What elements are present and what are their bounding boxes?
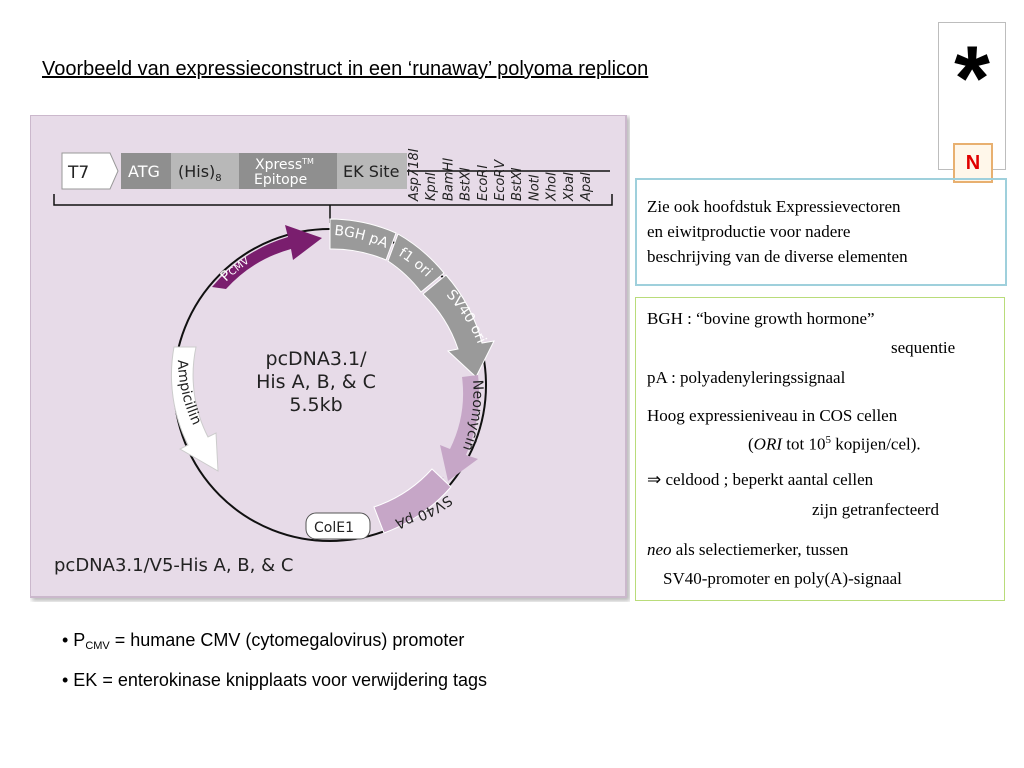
restriction-site-11: ApaI [579,172,594,202]
cole1-box [305,512,371,540]
atg-label: ATG [128,162,160,181]
bullet-pcmv: • PCMV = humane CMV (cytomegalovirus) pr… [62,630,465,652]
restriction-site-1: Asp718I [407,148,422,202]
neomycin-arrow [440,375,480,481]
plasmid-name-line1: pcDNA3.1/ [266,348,368,370]
info-box-reference: Zie ook hoofdstuk Expressievectoren en e… [635,178,1007,286]
atg-box [121,153,171,189]
ek-site-label: EK Site [343,162,399,181]
reference-line-3: beschrijving van de diverse elementen [647,247,908,266]
n-button[interactable]: N [953,143,993,183]
reference-line-1: Zie ook hoofdstuk Expressievectoren [647,197,901,216]
navigation-badge: * N [938,22,1006,183]
pcmv-arrow [212,225,322,289]
reference-line-2: en eiwitproductie voor nadere [647,222,851,241]
expression-level: Hoog expressieniveau in COS cellen [647,406,898,425]
cole1-label: ColE1 [314,520,354,536]
restriction-site-5: EcoRI [476,165,491,201]
plasmid-size: 5.5kb [289,394,342,416]
bgh-definition-cont: sequentie [891,338,956,357]
f1-ori-segment [387,233,445,293]
t7-label: T7 [67,163,89,183]
xpress-epitope-box [239,153,337,189]
asterisk-icon: * [954,28,990,130]
his-box [171,153,239,189]
plasmid-map-figure: T7 ATG (His)8 XpressTM Epitope EK Site A… [30,115,627,598]
plasmid-name-line2: His A, B, & C [256,371,376,393]
bullet-ek: • EK = enterokinase knipplaats voor verw… [62,670,488,690]
bgh-pa-segment [329,218,397,261]
his-label: (His)8 [178,162,222,184]
restriction-site-9: XhoI [545,172,560,202]
restriction-site-7: BstXI [510,167,525,201]
t7-arrow [61,152,119,190]
info-box-notes: BGH : “bovine growth hormone” sequentie … [635,297,1005,601]
slide-title: Voorbeeld van expressieconstruct in een … [42,58,649,80]
restriction-site-6: EcoRV [493,159,508,201]
figure-caption: pcDNA3.1/V5-His A, B, & C [54,555,293,576]
consequence-line: ⇒ celdood ; beperkt aantal cellen [647,470,874,489]
ek-site-box [337,153,407,189]
linear-bracket [53,194,613,206]
ampicillin-arrow [170,346,219,472]
implies-icon: ⇒ [647,470,662,489]
restriction-site-3: BamHI [441,158,456,201]
consequence-line-cont: zijn getranfecteerd [812,500,939,519]
sv40-pa-segment [373,468,452,534]
restriction-site-8: NotI [527,174,542,201]
pa-definition: pA : polyadenyleringssignaal [647,368,846,387]
epitope-label: Epitope [254,172,307,188]
copy-number: (ORI tot 105 kopijen/cel). [748,434,921,454]
bgh-definition: BGH : “bovine growth hormone” [647,309,875,328]
neo-selection-cont: SV40-promoter en poly(A)-signaal [663,569,902,588]
restriction-site-10: XbaI [562,172,577,202]
xpress-label: XpressTM [255,157,314,173]
restriction-site-4: BstXI [459,167,474,201]
restriction-site-2: KpnI [424,172,439,201]
linear-map: T7 ATG (His)8 XpressTM Epitope EK Site A… [53,148,613,223]
neo-selection: neo als selectiemerker, tussen [647,540,849,559]
